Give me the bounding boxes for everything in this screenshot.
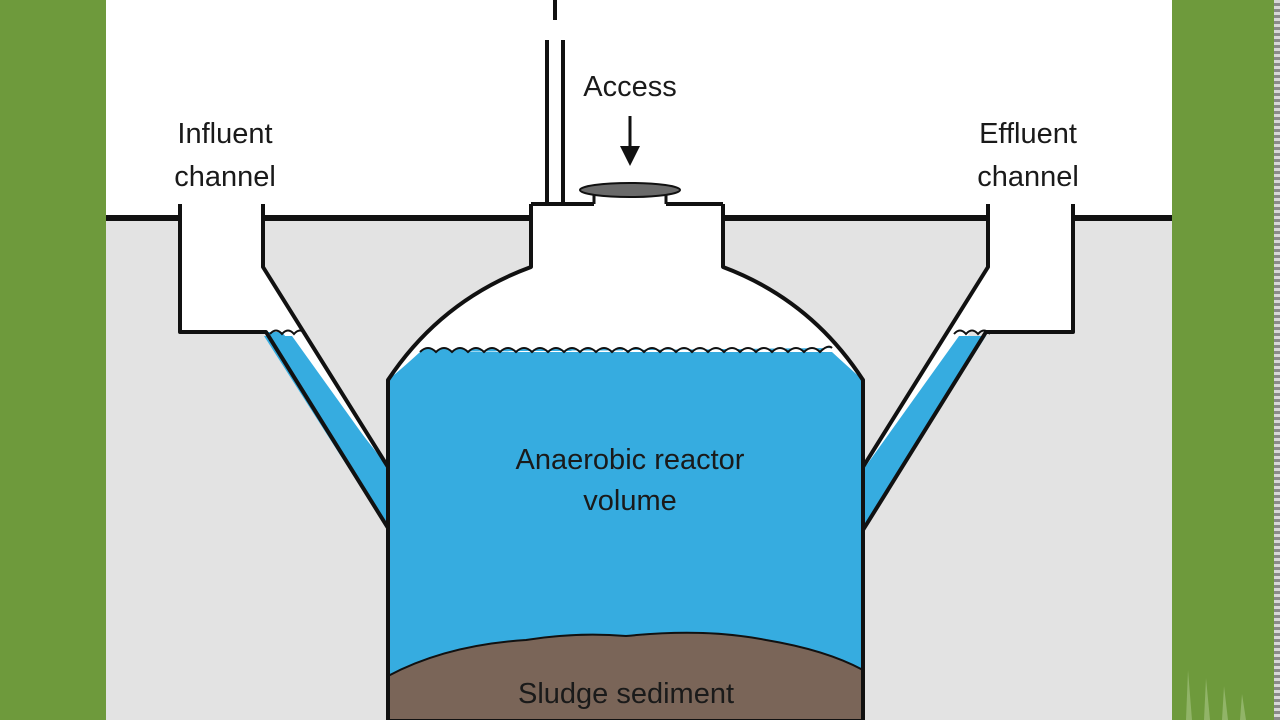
- biogas-digester-diagram: Access Influent channel Effluent channel…: [106, 0, 1172, 720]
- effluent-wave: [953, 329, 991, 336]
- effluent-channel-outline-inner: [861, 204, 990, 469]
- water-surface-wave: [419, 345, 833, 354]
- influent-label-line1: Influent: [177, 118, 272, 150]
- corner-decoration: [1186, 670, 1246, 720]
- access-label: Access: [583, 71, 676, 103]
- influent-channel-outline: [178, 204, 390, 530]
- effluent-label-line2: channel: [977, 161, 1079, 193]
- effluent-label-line1: Effluent: [979, 118, 1077, 150]
- tank-outline: [386, 204, 533, 720]
- right-edge-strip: [1274, 0, 1280, 720]
- tank-outline-right: [721, 204, 865, 720]
- influent-wave: [269, 329, 307, 336]
- sludge-label: Sludge sediment: [518, 678, 734, 710]
- influent-label-line2: channel: [174, 161, 276, 193]
- access-arrow-head: [620, 146, 640, 166]
- access-lid-collar: [592, 194, 668, 204]
- effluent-channel-interior: [863, 204, 1073, 520]
- reactor-label-line1: Anaerobic reactor: [516, 444, 745, 476]
- access-lid: [579, 182, 681, 198]
- slide-area: Access Influent channel Effluent channel…: [106, 0, 1172, 720]
- sludge-sediment: [387, 631, 864, 720]
- influent-channel-outline-inner: [261, 204, 390, 469]
- reactor-water: [388, 352, 863, 720]
- influent-channel-interior: [180, 204, 388, 520]
- reactor-label-line2: volume: [583, 485, 677, 517]
- effluent-channel-outline: [861, 204, 1075, 532]
